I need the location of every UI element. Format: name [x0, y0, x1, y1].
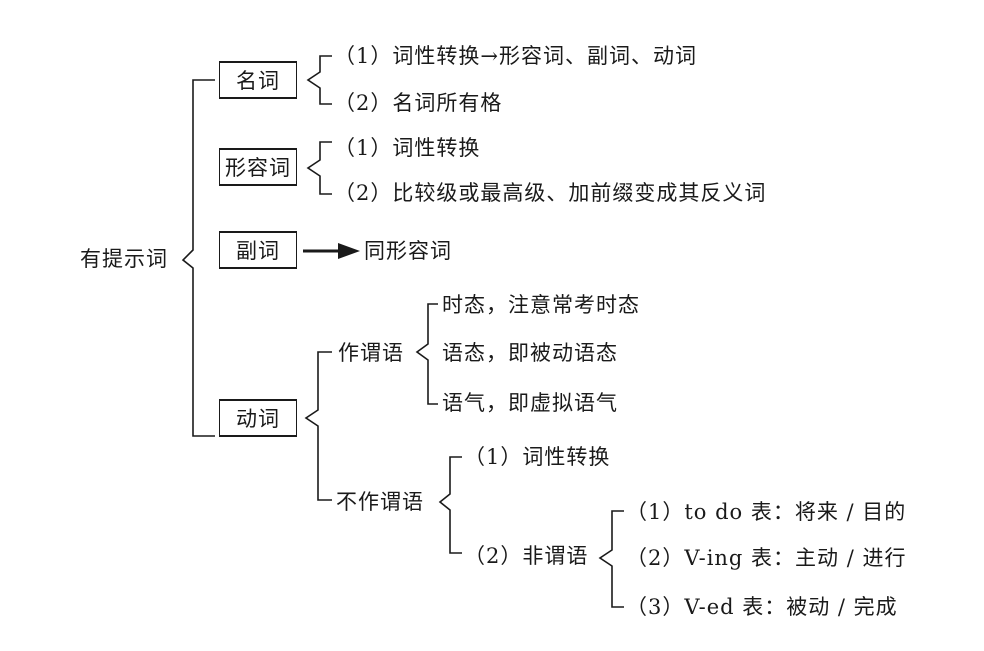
predicate-item-2: 语态，即被动语态	[442, 341, 618, 365]
noun-item-2: （2）名词所有格	[334, 91, 503, 115]
predicate-label: 作谓语	[338, 341, 404, 365]
nonfinite-item-2: （2）V-ing 表：主动 / 进行	[626, 546, 907, 570]
predicate-item-3: 语气，即虚拟语气	[442, 391, 618, 415]
nonfinite-item-1: （1）to do 表：将来 / 目的	[626, 500, 907, 524]
nonfinite-item-3: （3）V-ed 表：被动 / 完成	[626, 595, 898, 619]
adjective-item-2: （2）比较级或最高级、加前缀变成其反义词	[334, 181, 767, 205]
non-predicate-brace	[438, 456, 462, 554]
nonfinite-brace	[598, 510, 624, 608]
category-box-adverb: 副词	[219, 231, 297, 269]
root-brace	[181, 79, 215, 437]
noun-brace	[306, 55, 332, 105]
category-box-noun: 名词	[219, 61, 297, 99]
verb-brace	[304, 351, 332, 501]
predicate-item-1: 时态，注意常考时态	[442, 293, 640, 317]
category-box-verb: 动词	[219, 399, 297, 437]
category-box-adjective: 形容词	[219, 148, 297, 186]
non-predicate-label: 不作谓语	[336, 490, 424, 514]
adverb-arrowhead	[338, 243, 360, 259]
non-predicate-item-1: （1）词性转换	[464, 445, 611, 469]
adjective-item-1: （1）词性转换	[334, 136, 481, 160]
adverb-target: 同形容词	[364, 239, 452, 263]
root-label: 有提示词	[80, 247, 168, 271]
adj-brace	[306, 141, 332, 195]
predicate-brace	[415, 303, 438, 405]
nonfinite-label: （2）非谓语	[464, 544, 589, 568]
noun-item-1: （1）词性转换→形容词、副词、动词	[334, 44, 697, 68]
